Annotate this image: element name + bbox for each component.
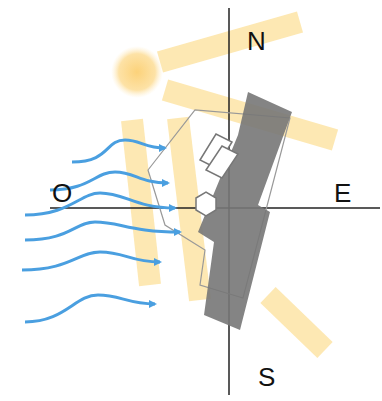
sun (111, 46, 163, 98)
building-part (206, 146, 238, 178)
wind-arrow (22, 140, 180, 322)
compass-label: E (334, 180, 351, 206)
compass-label: O (52, 180, 72, 206)
compass-label: S (258, 364, 275, 390)
axis (50, 8, 380, 395)
compass-label: N (247, 28, 266, 54)
building-part (196, 192, 216, 216)
